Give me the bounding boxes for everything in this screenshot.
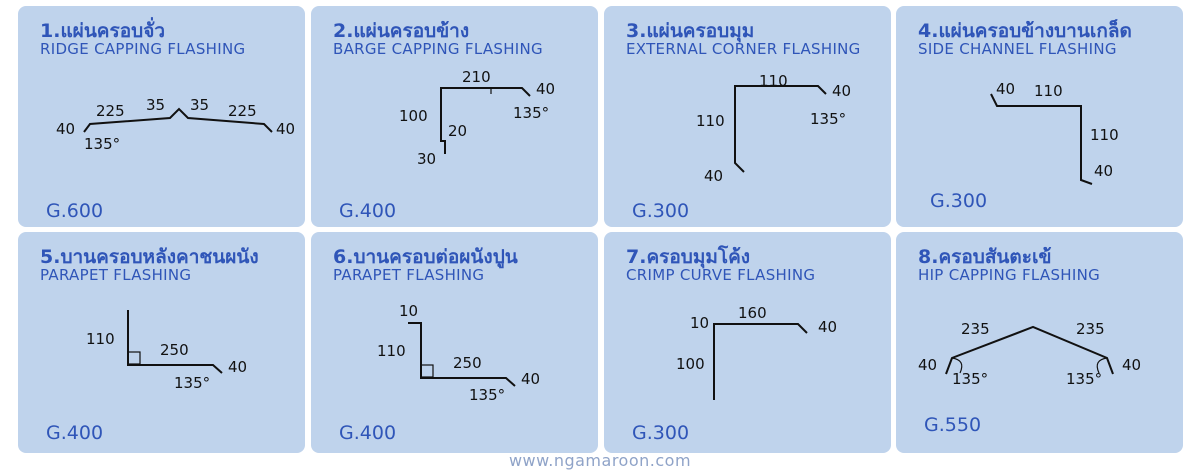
dim-label: 110 [1090, 126, 1119, 144]
dim-label: 10 [399, 302, 418, 320]
gauge-label: G.300 [632, 422, 690, 444]
card-title: 2.แผ่นครอบข้าง [333, 20, 470, 42]
card-parapet-flashing: 5.บานครอบหลังคาชนผนัง PARAPET FLASHING 1… [18, 232, 305, 453]
card-title: 5.บานครอบหลังคาชนผนัง [40, 246, 259, 268]
dim-label: 40 [996, 80, 1015, 98]
dim-label: 110 [377, 342, 406, 360]
dim-label: 40 [521, 370, 540, 388]
angle-label: 135° [513, 104, 549, 122]
dim-label: 100 [399, 107, 428, 125]
card-title: 3.แผ่นครอบมุม [626, 20, 755, 42]
dim-label: 40 [276, 120, 295, 138]
dim-label: 40 [818, 318, 837, 336]
card-subtitle: PARAPET FLASHING [333, 266, 485, 284]
gauge-label: G.400 [339, 422, 397, 444]
card-subtitle: HIP CAPPING FLASHING [918, 266, 1101, 284]
dim-label: 10 [690, 314, 709, 332]
dim-label: 40 [536, 80, 555, 98]
dim-label: 40 [1094, 162, 1113, 180]
angle-label: 135° [174, 374, 210, 392]
dim-label: 250 [160, 341, 189, 359]
card-ridge-capping: 1.แผ่นครอบจั่ว RIDGE CAPPING FLASHING 40… [18, 6, 305, 227]
parapet-flashing-profile: 110 250 40 135° [86, 310, 247, 392]
card-crimp-curve: 7.ครอบมุมโค้ง CRIMP CURVE FLASHING 10 16… [604, 232, 891, 453]
barge-capping-profile: 210 40 100 20 30 135° [399, 68, 555, 168]
dim-label: 40 [228, 358, 247, 376]
ridge-capping-profile: 40 225 35 35 225 40 135° [56, 96, 295, 153]
dim-label: 225 [228, 102, 257, 120]
website-url: www.ngamaroon.com [508, 451, 692, 470]
angle-label: 135° [469, 386, 505, 404]
angle-label: 135° [84, 135, 120, 153]
card-title: 8.ครอบสันตะเข้ [918, 246, 1052, 268]
angle-label: 135° [952, 370, 988, 388]
dim-label: 40 [56, 120, 75, 138]
angle-label: 135° [1066, 370, 1102, 388]
card-title: 7.ครอบมุมโค้ง [626, 246, 751, 268]
card-parapet-wall: 6.บานครอบต่อผนังปูน PARAPET FLASHING 10 … [311, 232, 598, 453]
gauge-label: G.400 [339, 200, 397, 222]
dim-label: 20 [448, 122, 467, 140]
dim-label: 235 [1076, 320, 1105, 338]
dim-label: 40 [918, 356, 937, 374]
dim-label: 35 [190, 96, 209, 114]
parapet-wall-profile: 10 110 250 40 135° [377, 302, 540, 404]
card-hip-capping: 8.ครอบสันตะเข้ HIP CAPPING FLASHING 235 … [896, 232, 1183, 453]
card-external-corner: 3.แผ่นครอบมุม EXTERNAL CORNER FLASHING 1… [604, 6, 891, 227]
crimp-curve-profile: 10 160 40 100 [676, 304, 837, 400]
card-subtitle: EXTERNAL CORNER FLASHING [626, 40, 861, 58]
dim-label: 40 [704, 167, 723, 185]
card-subtitle: CRIMP CURVE FLASHING [626, 266, 816, 284]
card-barge-capping: 2.แผ่นครอบข้าง BARGE CAPPING FLASHING 21… [311, 6, 598, 227]
dim-label: 35 [146, 96, 165, 114]
dim-label: 110 [696, 112, 725, 130]
side-channel-profile: 40 110 110 40 [990, 80, 1119, 185]
dim-label: 40 [832, 82, 851, 100]
dim-label: 30 [417, 150, 436, 168]
hip-capping-profile: 235 235 40 40 135° 135° [918, 320, 1141, 388]
card-title: 4.แผ่นครอบข้างบานเกล็ด [918, 20, 1132, 42]
external-corner-profile: 110 40 110 40 135° [696, 72, 851, 185]
dim-label: 110 [1034, 82, 1063, 100]
dim-label: 110 [759, 72, 788, 90]
dim-label: 235 [961, 320, 990, 338]
card-side-channel: 4.แผ่นครอบข้างบานเกล็ด SIDE CHANNEL FLAS… [896, 6, 1183, 227]
card-subtitle: PARAPET FLASHING [40, 266, 192, 284]
gauge-label: G.600 [46, 200, 104, 222]
dim-label: 250 [453, 354, 482, 372]
dim-label: 225 [96, 102, 125, 120]
dim-label: 160 [738, 304, 767, 322]
card-subtitle: BARGE CAPPING FLASHING [333, 40, 543, 58]
angle-label: 135° [810, 110, 846, 128]
card-title: 1.แผ่นครอบจั่ว [40, 20, 165, 42]
gauge-label: G.300 [632, 200, 690, 222]
card-subtitle: RIDGE CAPPING FLASHING [40, 40, 246, 58]
dim-label: 110 [86, 330, 115, 348]
dim-label: 100 [676, 355, 705, 373]
gauge-label: G.550 [924, 414, 982, 436]
card-subtitle: SIDE CHANNEL FLASHING [918, 40, 1117, 58]
gauge-label: G.400 [46, 422, 104, 444]
dim-label: 40 [1122, 356, 1141, 374]
gauge-label: G.300 [930, 190, 988, 212]
dim-label: 210 [462, 68, 491, 86]
card-title: 6.บานครอบต่อผนังปูน [333, 246, 518, 268]
